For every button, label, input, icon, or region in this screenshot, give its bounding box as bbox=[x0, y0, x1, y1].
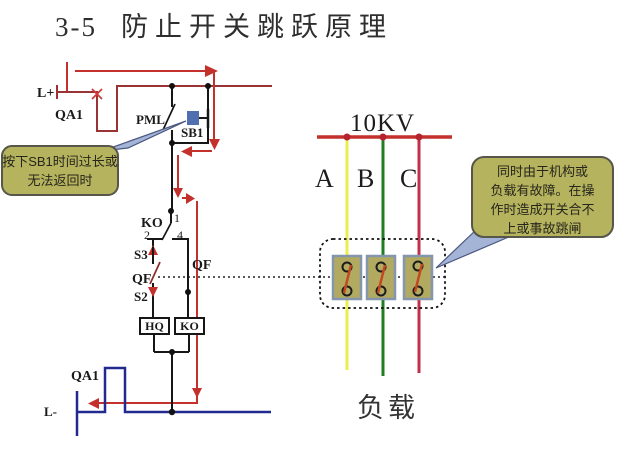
sb1-button-icon bbox=[187, 111, 199, 125]
arrow-left-icon bbox=[88, 398, 99, 409]
label-phase-a: A bbox=[315, 164, 334, 193]
callout-line: 无法返回时 bbox=[27, 173, 93, 188]
callout-line: 同时由于机构或 bbox=[496, 164, 588, 179]
callout-line: 上或事故跳闸 bbox=[503, 221, 582, 236]
label-l-plus: L+ bbox=[37, 86, 55, 101]
coil-return-lines bbox=[153, 334, 190, 412]
s2-arrow-down-icon bbox=[148, 287, 158, 297]
label-ko-coil: KO bbox=[180, 319, 199, 333]
break-x-mark-icon bbox=[91, 88, 103, 100]
arrow-right-icon bbox=[205, 65, 218, 77]
label-terminal-4: 4 bbox=[177, 228, 183, 242]
callout-line: 负载有故障。在操 bbox=[490, 183, 595, 198]
section-number: 3-5 bbox=[55, 12, 97, 42]
pml-contact-blade bbox=[162, 103, 176, 131]
ko-terminal-4-line bbox=[172, 238, 189, 318]
page-title: 3-5 防止开关跳跃原理 bbox=[55, 5, 393, 44]
arrow-right-icon bbox=[186, 193, 195, 204]
label-ko-contact: KO bbox=[141, 216, 163, 231]
label-qa1-top: QA1 bbox=[55, 108, 83, 123]
label-s3: S3 bbox=[134, 247, 148, 262]
label-terminal-1: 1 bbox=[174, 211, 180, 225]
label-qa1-bottom: QA1 bbox=[71, 369, 99, 384]
breaker-dashed-box bbox=[319, 238, 446, 309]
arrow-down-icon bbox=[192, 388, 202, 398]
bus-tap-dots bbox=[343, 133, 423, 141]
label-phase-b: B bbox=[357, 164, 375, 193]
right-callout-bubble bbox=[471, 156, 614, 238]
label-l-minus: L- bbox=[44, 404, 57, 419]
power-circuit bbox=[317, 133, 452, 376]
callout-sb1-note: 按下SB1时间过长或 无法返回时 bbox=[2, 146, 118, 195]
current-flow-arrows bbox=[75, 65, 220, 409]
label-terminal-2: 2 bbox=[144, 228, 150, 242]
title-text: 防止开关跳跃原理 bbox=[121, 12, 393, 42]
left-callout-bubble bbox=[1, 145, 119, 196]
label-load: 负载 bbox=[357, 393, 419, 423]
label-s2: S2 bbox=[134, 289, 148, 304]
arrow-left-icon bbox=[181, 146, 192, 157]
pole-a-box bbox=[331, 254, 363, 301]
label-phase-c: C bbox=[400, 164, 418, 193]
sb1-branch-bottom bbox=[172, 128, 209, 144]
qf-contact-blade bbox=[149, 261, 161, 285]
arrow-down-icon bbox=[209, 139, 220, 150]
label-10kv: 10KV bbox=[350, 110, 416, 137]
label-sb1: SB1 bbox=[181, 125, 204, 140]
label-pml: PML bbox=[136, 112, 165, 127]
callout-line: 按下SB1时间过长或 bbox=[2, 154, 118, 169]
junction-dots bbox=[168, 83, 211, 416]
callout-fault-note: 同时由于机构或 负载有故障。在操 作时造成开关合不 上或事故跳闸 bbox=[472, 157, 613, 237]
control-circuit bbox=[56, 62, 444, 436]
breaker-poles bbox=[331, 254, 434, 301]
label-qf-right: QF bbox=[192, 258, 212, 273]
l-minus-rail-pulse bbox=[77, 366, 271, 414]
arrow-down-icon bbox=[173, 188, 183, 198]
pole-contact-blades bbox=[342, 263, 424, 294]
ko-contact-blade bbox=[161, 222, 172, 241]
label-qf-left: QF bbox=[132, 272, 152, 287]
qa1-contact-rail bbox=[57, 85, 272, 132]
callout-line: 作时造成开关合不 bbox=[490, 202, 595, 217]
flow-return-path bbox=[98, 201, 198, 404]
label-hq-coil: HQ bbox=[145, 319, 164, 333]
